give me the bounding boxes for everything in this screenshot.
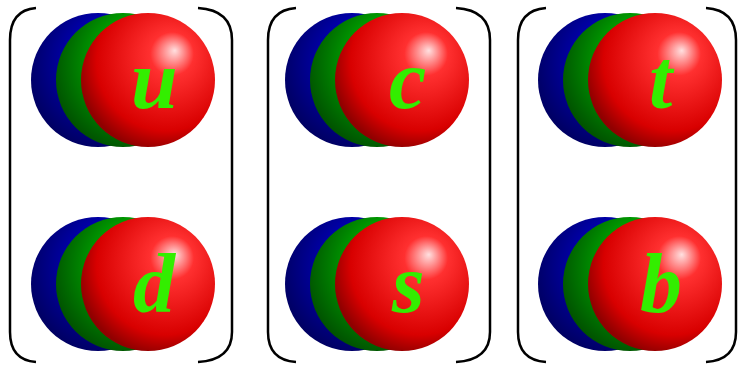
- color-spheres: [283, 215, 471, 353]
- quark-letter: s: [392, 242, 425, 326]
- quark-letter: d: [133, 242, 175, 326]
- sphere: [81, 217, 215, 351]
- color-spheres: [29, 215, 217, 353]
- quark-sphere: u: [29, 11, 217, 149]
- quark-letter: c: [389, 38, 426, 122]
- quark-sphere: s: [283, 215, 471, 353]
- color-spheres: [536, 11, 724, 149]
- sphere: [588, 217, 722, 351]
- color-spheres: [283, 11, 471, 149]
- quark-sphere: d: [29, 215, 217, 353]
- sphere: [81, 13, 215, 147]
- sphere: [335, 13, 469, 147]
- quark-letter: t: [649, 38, 672, 122]
- color-spheres: [29, 11, 217, 149]
- quark-letter: u: [131, 38, 178, 122]
- quark-sphere: t: [536, 11, 724, 149]
- quark-letter: b: [640, 242, 682, 326]
- color-spheres: [536, 215, 724, 353]
- sphere: [588, 13, 722, 147]
- quark-sphere: c: [283, 11, 471, 149]
- quark-sphere: b: [536, 215, 724, 353]
- sphere: [335, 217, 469, 351]
- bracket: [10, 8, 736, 362]
